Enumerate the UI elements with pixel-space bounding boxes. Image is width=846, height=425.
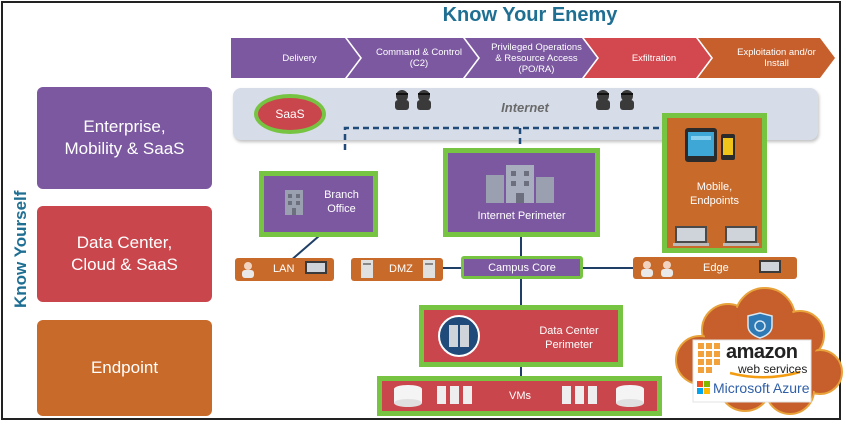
- chevron-delivery-label: Delivery: [282, 52, 317, 64]
- category-enterprise-label: Enterprise, Mobility & SaaS: [64, 117, 185, 158]
- server-icon: [423, 260, 435, 278]
- internet-perimeter-node: Internet Perimeter: [443, 148, 600, 237]
- vm-icons: [394, 385, 644, 407]
- category-data-center: Data Center, Cloud & SaaS: [37, 206, 212, 302]
- diagram-title: Know Your Enemy: [442, 4, 618, 26]
- amazon-smile-icon: [729, 370, 801, 379]
- data-center-icon: [438, 315, 480, 357]
- vms-label: VMs: [509, 390, 531, 402]
- lan-label: LAN: [273, 263, 295, 275]
- amazon-wordmark: amazon: [726, 341, 798, 363]
- mobile-endpoints-node: Mobile, Endpoints: [662, 113, 767, 253]
- category-endpoint: Endpoint: [37, 320, 212, 416]
- chevron-pora-label: Privileged Operations & Resource Access …: [491, 41, 582, 75]
- web-services-label: web services: [738, 362, 808, 376]
- chevron-exploitation-label: Exploitation and/or Install: [737, 47, 816, 69]
- campus-core-label: Campus Core: [488, 261, 556, 274]
- dmz-node: DMZ: [351, 258, 443, 281]
- monitor-icon: [305, 261, 327, 274]
- data-center-perimeter-node: Data Center Perimeter: [419, 305, 623, 367]
- branch-office-label: Branch Office: [324, 189, 359, 215]
- branch-office-node: Branch Office: [259, 171, 378, 237]
- user-icon: [242, 262, 254, 278]
- chevron-c2-label: Command & Control (C2): [375, 47, 463, 69]
- hacker-icon-group-right: [596, 90, 634, 110]
- edge-node: Edge: [633, 257, 797, 279]
- category-endpoint-label: Endpoint: [90, 358, 159, 377]
- saas-label: SaaS: [275, 107, 305, 121]
- mobile-endpoints-label: Mobile, Endpoints: [690, 181, 739, 207]
- laptop-icons: [673, 226, 759, 246]
- chevron-delivery: [231, 38, 360, 78]
- dmz-label: DMZ: [389, 263, 413, 275]
- tablet-phone-icon: [685, 128, 735, 162]
- shield-icon: [747, 312, 773, 339]
- office-buildings-icon: [486, 165, 554, 203]
- internet-perimeter-label: Internet Perimeter: [477, 210, 566, 222]
- cloud-logo-panel: [692, 339, 812, 403]
- monitor-icon: [759, 260, 781, 273]
- campus-core-node: Campus Core: [461, 256, 583, 279]
- aws-blocks-icon: [698, 343, 720, 373]
- azure-label: Microsoft Azure: [713, 380, 810, 396]
- edge-label: Edge: [703, 262, 729, 274]
- dashed-backbone: [343, 126, 668, 150]
- internet-label: Internet: [501, 100, 549, 115]
- chevron-pora: [465, 38, 597, 78]
- vms-node: VMs: [377, 376, 662, 416]
- users-icon: [641, 261, 673, 277]
- microsoft-logo-icon: [697, 381, 710, 394]
- chevron-exfiltration: [584, 38, 711, 78]
- chevron-exfiltration-label: Exfiltration: [631, 52, 677, 64]
- building-icon: [285, 190, 303, 215]
- data-center-perimeter-label: Data Center Perimeter: [539, 325, 599, 351]
- chevron-c2: [347, 38, 478, 78]
- lan-node: LAN: [235, 258, 334, 281]
- link-branch-lan: [288, 235, 320, 263]
- category-data-center-label: Data Center, Cloud & SaaS: [71, 233, 178, 274]
- hacker-icon-group-left: [395, 90, 431, 110]
- server-icon: [361, 260, 373, 278]
- saas-node: SaaS: [254, 94, 326, 134]
- category-enterprise: Enterprise, Mobility & SaaS: [37, 87, 212, 189]
- chevron-exploitation: [698, 38, 835, 78]
